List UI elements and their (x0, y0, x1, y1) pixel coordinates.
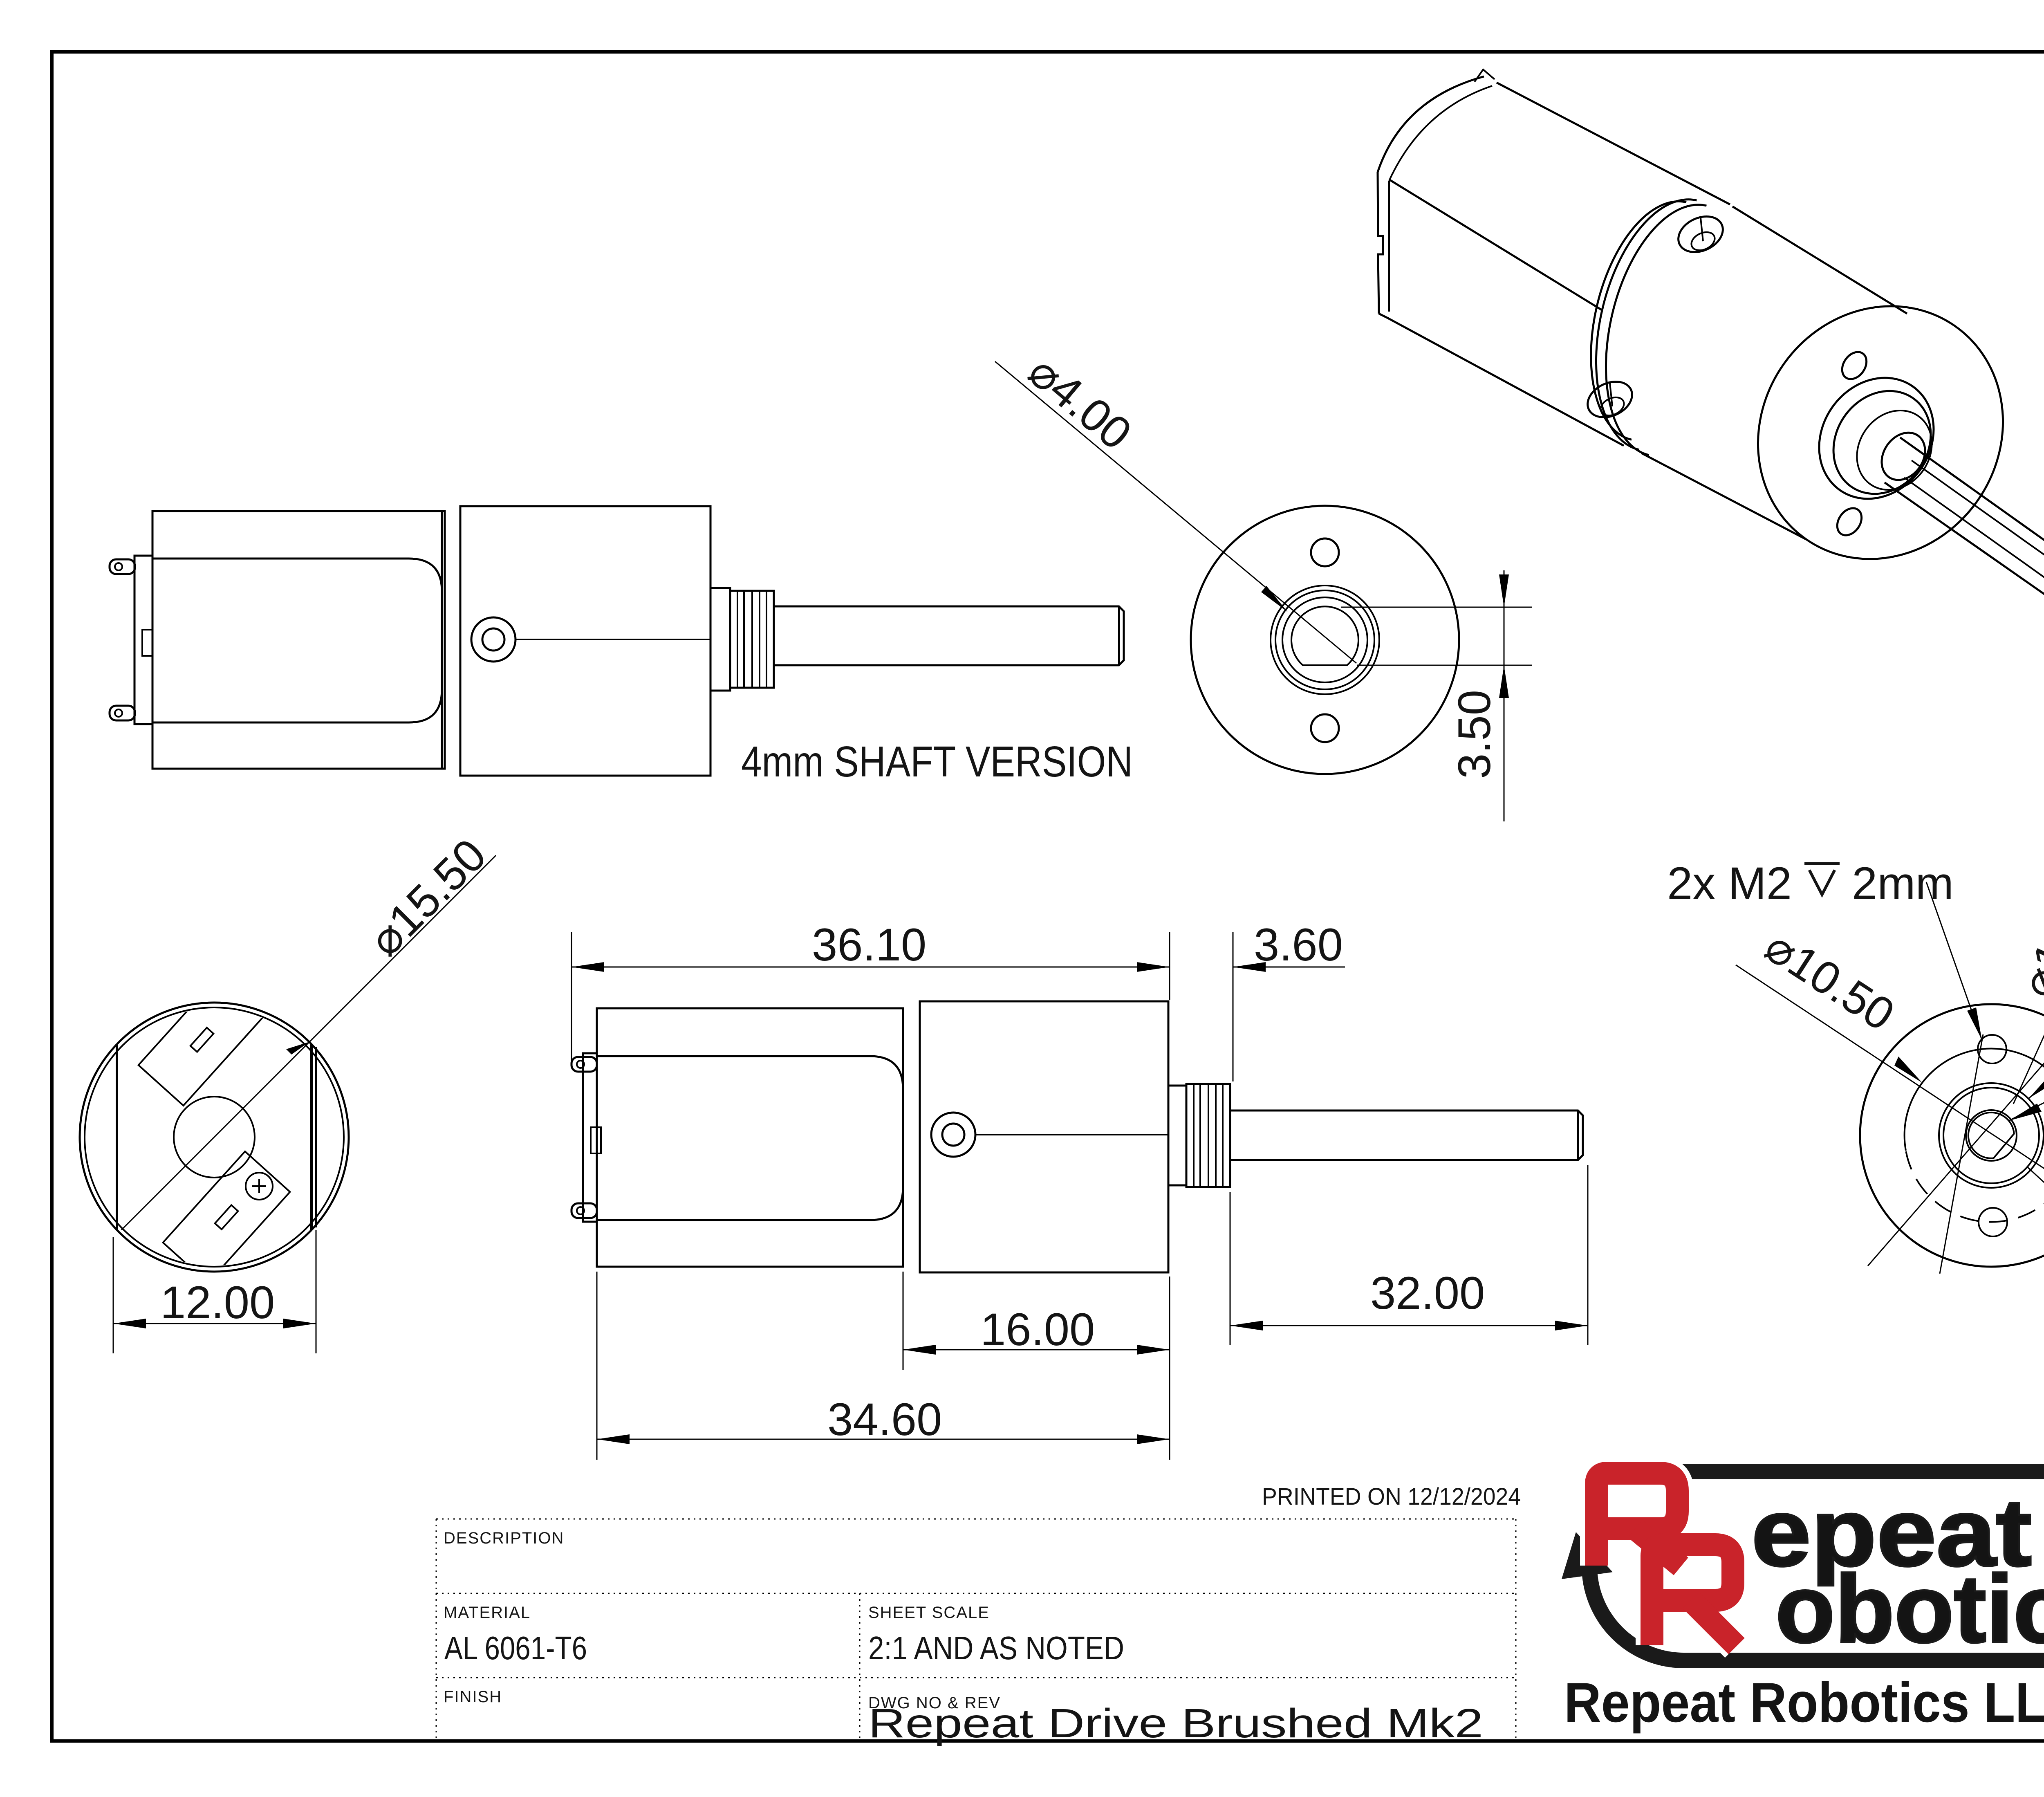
svg-text:obotics: obotics (1775, 1555, 2044, 1662)
svg-text:Repeat Robotics LLC: Repeat Robotics LLC (1564, 1671, 2044, 1734)
svg-text:32.00: 32.00 (1370, 1268, 1485, 1319)
svg-text:⌀15.50: ⌀15.50 (359, 829, 496, 966)
svg-text:SHEET SCALE: SHEET SCALE (868, 1604, 990, 1622)
svg-text:3.60: 3.60 (1254, 919, 1343, 970)
svg-text:Repeat Drive Brushed Mk2: Repeat Drive Brushed Mk2 (868, 1701, 1483, 1746)
svg-text:DESCRIPTION: DESCRIPTION (444, 1529, 564, 1547)
svg-text:12.00: 12.00 (160, 1277, 275, 1328)
svg-text:16.00: 16.00 (980, 1304, 1095, 1355)
svg-text:PRINTED ON 12/12/2024: PRINTED ON 12/12/2024 (1262, 1483, 1521, 1510)
svg-text:⌀10.50: ⌀10.50 (1756, 920, 1903, 1041)
svg-text:⌀4.00: ⌀4.00 (1019, 345, 1141, 460)
svg-text:3.50: 3.50 (1449, 690, 1500, 779)
svg-text:34.60: 34.60 (827, 1394, 942, 1445)
svg-text:MATERIAL: MATERIAL (444, 1604, 531, 1622)
svg-text:2x M2: 2x M2 (1667, 858, 1792, 909)
svg-text:FINISH: FINISH (444, 1688, 502, 1706)
svg-text:AL 6061-T6: AL 6061-T6 (444, 1630, 587, 1666)
svg-text:2mm: 2mm (1852, 858, 1954, 909)
svg-text:2:1 AND AS NOTED: 2:1 AND AS NOTED (868, 1630, 1124, 1666)
svg-text:36.10: 36.10 (812, 919, 926, 970)
svg-text:⌀16.00: ⌀16.00 (2011, 854, 2044, 1004)
svg-text:epeat: epeat (1751, 1478, 2032, 1586)
svg-text:DWG NO & REV: DWG NO & REV (868, 1694, 1001, 1712)
svg-text:4mm SHAFT VERSION: 4mm SHAFT VERSION (741, 738, 1133, 786)
